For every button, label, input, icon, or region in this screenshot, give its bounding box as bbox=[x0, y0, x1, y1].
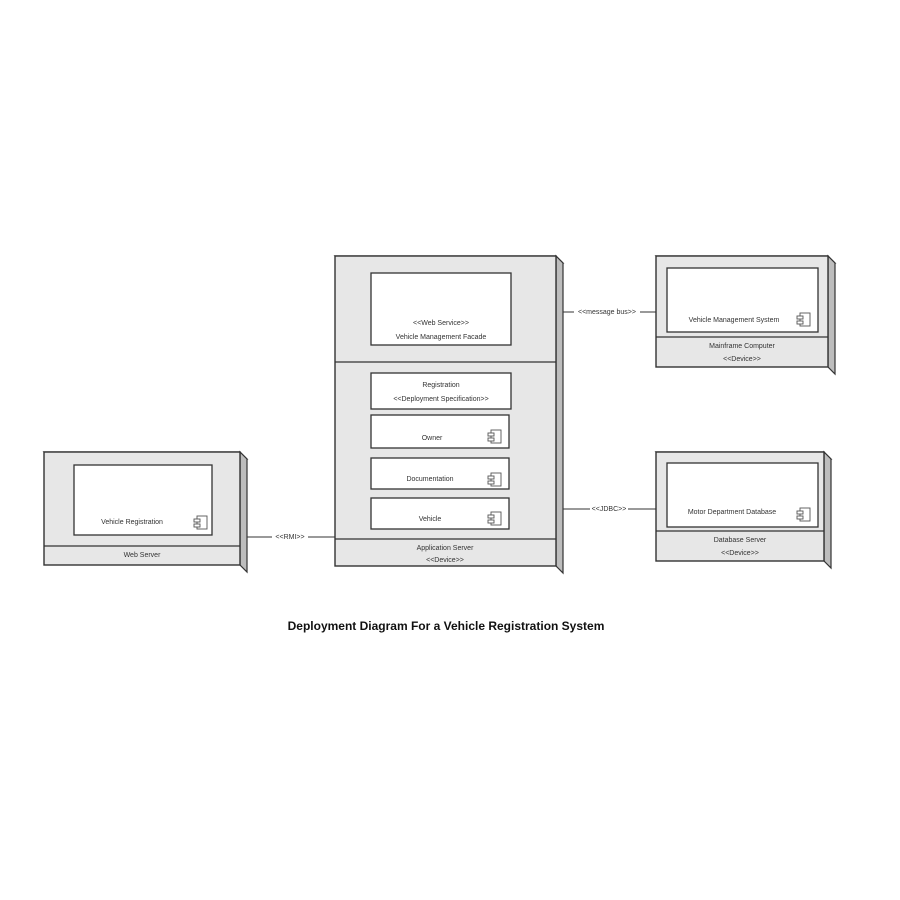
component-icon bbox=[487, 511, 502, 526]
component-motor-department-database-label: Motor Department Database bbox=[688, 509, 776, 516]
node-database-stereotype: <<Device>> bbox=[721, 550, 759, 557]
deployment-spec-stereotype: <<Deployment Specification>> bbox=[393, 396, 488, 403]
component-vehicle-management-system-label: Vehicle Management System bbox=[689, 317, 780, 324]
component-vehicle bbox=[370, 497, 510, 530]
connection-message-bus-label: <<message bus>> bbox=[578, 309, 636, 316]
node-mainframe-stereotype: <<Device>> bbox=[723, 356, 761, 363]
node-mainframe-computer: Vehicle Management System Mainframe Comp… bbox=[654, 254, 837, 376]
connection-message-bus: <<message bus>> bbox=[563, 309, 656, 316]
component-owner bbox=[370, 414, 510, 449]
component-owner-label: Owner bbox=[422, 435, 443, 442]
connection-rmi: <<RMI>> bbox=[247, 534, 335, 541]
node-web-server: Vehicle Registration Web Server bbox=[42, 450, 249, 574]
node-mainframe-side bbox=[827, 254, 836, 376]
component-motor-department-database bbox=[666, 462, 819, 528]
node-application-server-side bbox=[555, 254, 564, 575]
node-application-server-name: Application Server bbox=[417, 545, 474, 552]
web-service-facade bbox=[370, 272, 512, 346]
component-documentation bbox=[370, 457, 510, 490]
component-vehicle-label: Vehicle bbox=[419, 516, 442, 523]
component-vehicle-registration-label: Vehicle Registration bbox=[101, 519, 163, 526]
connection-jdbc-label: <<JDBC>> bbox=[592, 506, 627, 513]
node-database-side bbox=[823, 450, 832, 570]
component-icon bbox=[487, 429, 502, 444]
component-icon bbox=[796, 507, 811, 522]
web-service-name: Vehicle Management Facade bbox=[396, 334, 487, 341]
node-application-server-stereotype: <<Device>> bbox=[426, 557, 464, 564]
node-database-name: Database Server bbox=[714, 537, 767, 544]
node-mainframe-name: Mainframe Computer bbox=[709, 343, 775, 350]
node-web-server-side bbox=[239, 450, 248, 574]
component-icon bbox=[487, 472, 502, 487]
component-icon bbox=[796, 312, 811, 327]
component-vehicle-management-system bbox=[666, 267, 819, 333]
component-documentation-label: Documentation bbox=[406, 476, 453, 483]
node-database-server: Motor Department Database Database Serve… bbox=[654, 450, 833, 570]
deployment-spec-name: Registration bbox=[422, 382, 459, 389]
diagram-title: Deployment Diagram For a Vehicle Registr… bbox=[288, 619, 605, 633]
component-vehicle-registration bbox=[73, 464, 213, 536]
component-icon bbox=[193, 515, 208, 530]
node-application-server: <<Web Service>> Vehicle Management Facad… bbox=[333, 254, 565, 575]
connection-jdbc: <<JDBC>> bbox=[563, 506, 656, 513]
web-service-stereotype: <<Web Service>> bbox=[413, 320, 469, 327]
deployment-spec-registration bbox=[370, 372, 512, 410]
connection-rmi-label: <<RMI>> bbox=[275, 534, 304, 541]
node-web-server-name: Web Server bbox=[124, 552, 161, 559]
